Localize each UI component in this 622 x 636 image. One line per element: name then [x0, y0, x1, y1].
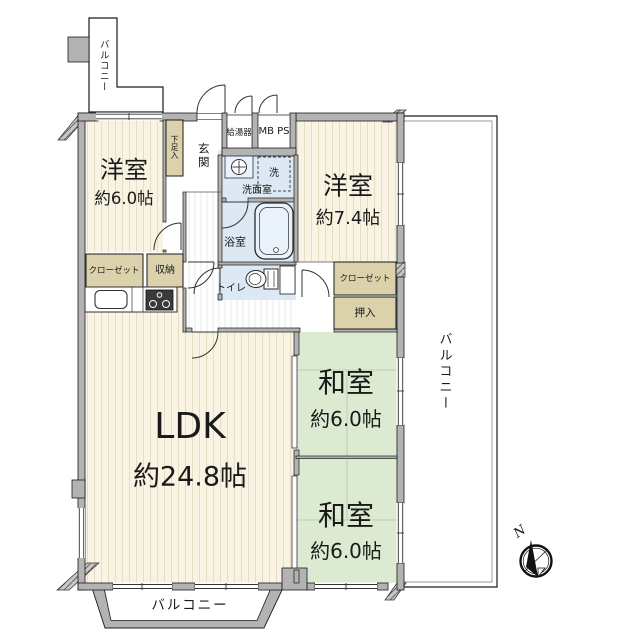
- meter-box: [257, 114, 291, 149]
- futon-closet-box: [333, 296, 397, 330]
- shoe-box-label: 下足入: [170, 135, 179, 159]
- closet-east-label: クローゼット: [339, 273, 391, 284]
- room-western-right-floor: [296, 120, 397, 262]
- outer-walls: [71, 112, 405, 591]
- compass-icon: [519, 540, 553, 579]
- hall-lower-door: [191, 331, 219, 359]
- sliding-door-upper: [291, 355, 298, 449]
- interior-walls: [162, 119, 398, 584]
- toilet-door: [193, 267, 221, 295]
- storage-box: [146, 253, 184, 288]
- window-top: [96, 112, 162, 121]
- closets: [85, 119, 397, 330]
- closet-west-label: クローゼット: [88, 265, 140, 276]
- window-left: [77, 508, 85, 558]
- toilet-icon: [245, 268, 279, 290]
- meter-pipe-space-label: MB PS: [258, 126, 290, 137]
- window-bottom-3: [315, 582, 377, 591]
- bathtub-icon: [254, 202, 294, 260]
- sliding-door-lower: [291, 475, 298, 569]
- kitchen: [84, 286, 178, 313]
- washbasin-icon: [224, 155, 254, 179]
- meter-box-door: [258, 94, 278, 114]
- water-heater-label: 給湯器: [226, 127, 252, 138]
- western-right-door: [301, 269, 330, 298]
- hallway-horizontal: [218, 300, 300, 332]
- window-bottom-1: [113, 582, 172, 591]
- room-western-right-size: 約7.4帖: [315, 208, 381, 229]
- sliding-doors: [291, 355, 298, 569]
- door-swings: [153, 84, 330, 359]
- room-ldk-name: LDK: [154, 406, 226, 447]
- closet-east-box: [333, 261, 397, 296]
- room-ldk-floor: [85, 288, 294, 583]
- room-western-left-name: 洋室: [100, 156, 148, 184]
- window-bottom-2: [195, 582, 258, 591]
- balcony-right: [404, 115, 498, 588]
- stove-icon: [145, 289, 174, 311]
- window-right-2: [396, 358, 404, 425]
- room-western-left-size: 約6.0帖: [94, 188, 154, 208]
- room-japanese-upper-name: 和室: [317, 366, 375, 399]
- balcony-top-left-label: バルコニー: [97, 39, 109, 93]
- hall-upper-door: [187, 261, 215, 289]
- entrance-floor: [183, 120, 222, 192]
- futon-closet-label: 押入: [354, 306, 376, 319]
- utility-niches: [226, 114, 291, 149]
- misc-lines: [186, 113, 334, 263]
- water-heater-box: [226, 114, 253, 149]
- balcony-bottom: [91, 587, 284, 629]
- tatami-lines: [296, 369, 397, 521]
- window-right-1: [396, 163, 404, 225]
- water-heater-door: [234, 95, 253, 114]
- sanitary: [224, 155, 296, 295]
- windows: [77, 112, 404, 591]
- washroom-label: 洗面室: [242, 185, 272, 196]
- balcony-top-left: [67, 17, 164, 113]
- toilet-label: トイレ: [216, 283, 246, 294]
- room-japanese-upper-size: 約6.0帖: [310, 407, 382, 431]
- storage-label: 収納: [155, 265, 175, 276]
- washer-space: [257, 156, 291, 192]
- entrance-door: [196, 84, 226, 114]
- washer-label: 洗: [269, 168, 279, 179]
- compass-needle: [526, 540, 538, 577]
- room-western-right-name: 洋室: [322, 171, 374, 201]
- bathroom-door: [221, 201, 249, 229]
- balcony-right-label: バルコニー: [436, 332, 452, 412]
- western-left-door: [153, 222, 182, 251]
- room-western-left-floor: [85, 120, 163, 252]
- room-japanese-lower-name: 和室: [317, 499, 375, 532]
- kitchen-sink-icon: [94, 289, 128, 310]
- window-right-3: [396, 503, 404, 563]
- balcony-bottom-label: バルコニー: [151, 597, 229, 614]
- shoe-box: [165, 119, 184, 177]
- room-ldk-size: 約24.8帖: [132, 461, 248, 493]
- room-japanese-lower-size: 約6.0帖: [310, 539, 382, 563]
- bathroom-label: 浴室: [224, 235, 246, 249]
- entrance-label: 玄関: [196, 142, 211, 170]
- toilet-cabinet: [279, 265, 296, 295]
